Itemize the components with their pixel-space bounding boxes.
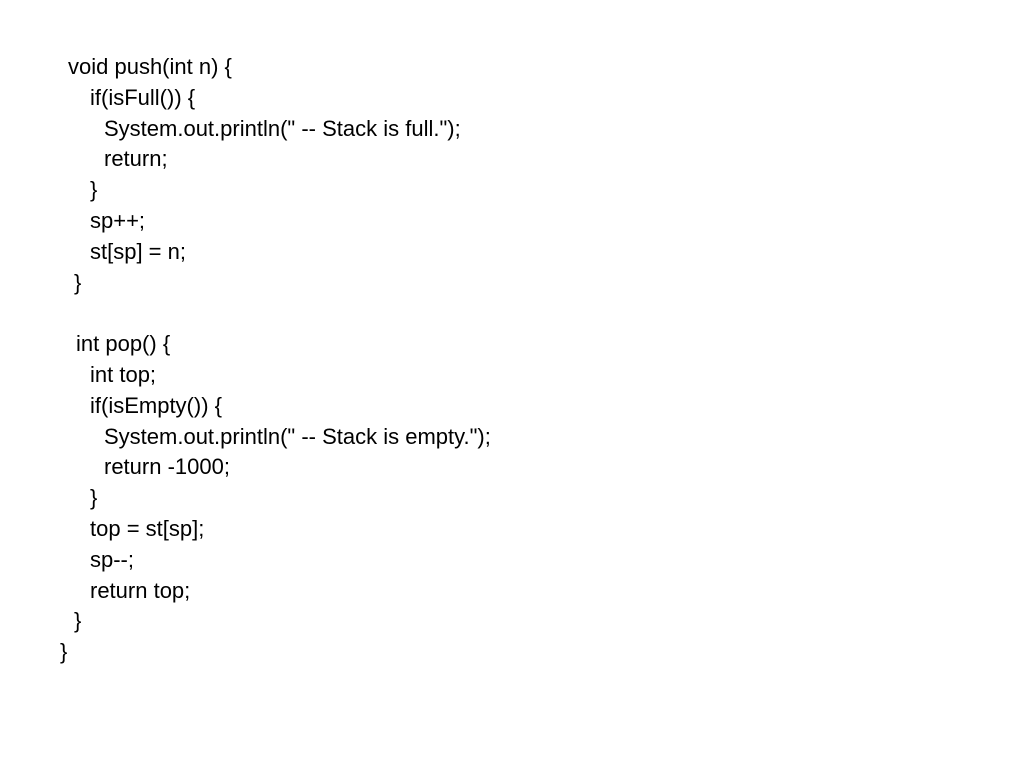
code-text: return; xyxy=(104,146,168,172)
code-text: top = st[sp]; xyxy=(90,515,205,541)
code-text: } xyxy=(74,269,82,295)
code-text: return top; xyxy=(90,577,191,603)
code-text: if(isEmpty()) { xyxy=(90,392,222,418)
code-text: sp--; xyxy=(90,546,134,572)
code-text: } xyxy=(60,639,68,665)
code-text: } xyxy=(74,608,82,634)
code-text: } xyxy=(90,485,98,511)
code-text: return -1000; xyxy=(104,454,230,480)
code-text: int pop() { xyxy=(76,331,171,357)
code-text: int top; xyxy=(90,361,157,387)
code-text: st[sp] = n; xyxy=(90,238,186,264)
code-text: System.out.println(" -- Stack is full.")… xyxy=(104,115,461,141)
code-text: System.out.println(" -- Stack is empty."… xyxy=(104,423,491,449)
code-text: if(isFull()) { xyxy=(90,84,196,110)
code-text: sp++; xyxy=(90,207,146,233)
code-text: void push(int n) { xyxy=(68,54,232,79)
code-text: } xyxy=(90,177,98,203)
